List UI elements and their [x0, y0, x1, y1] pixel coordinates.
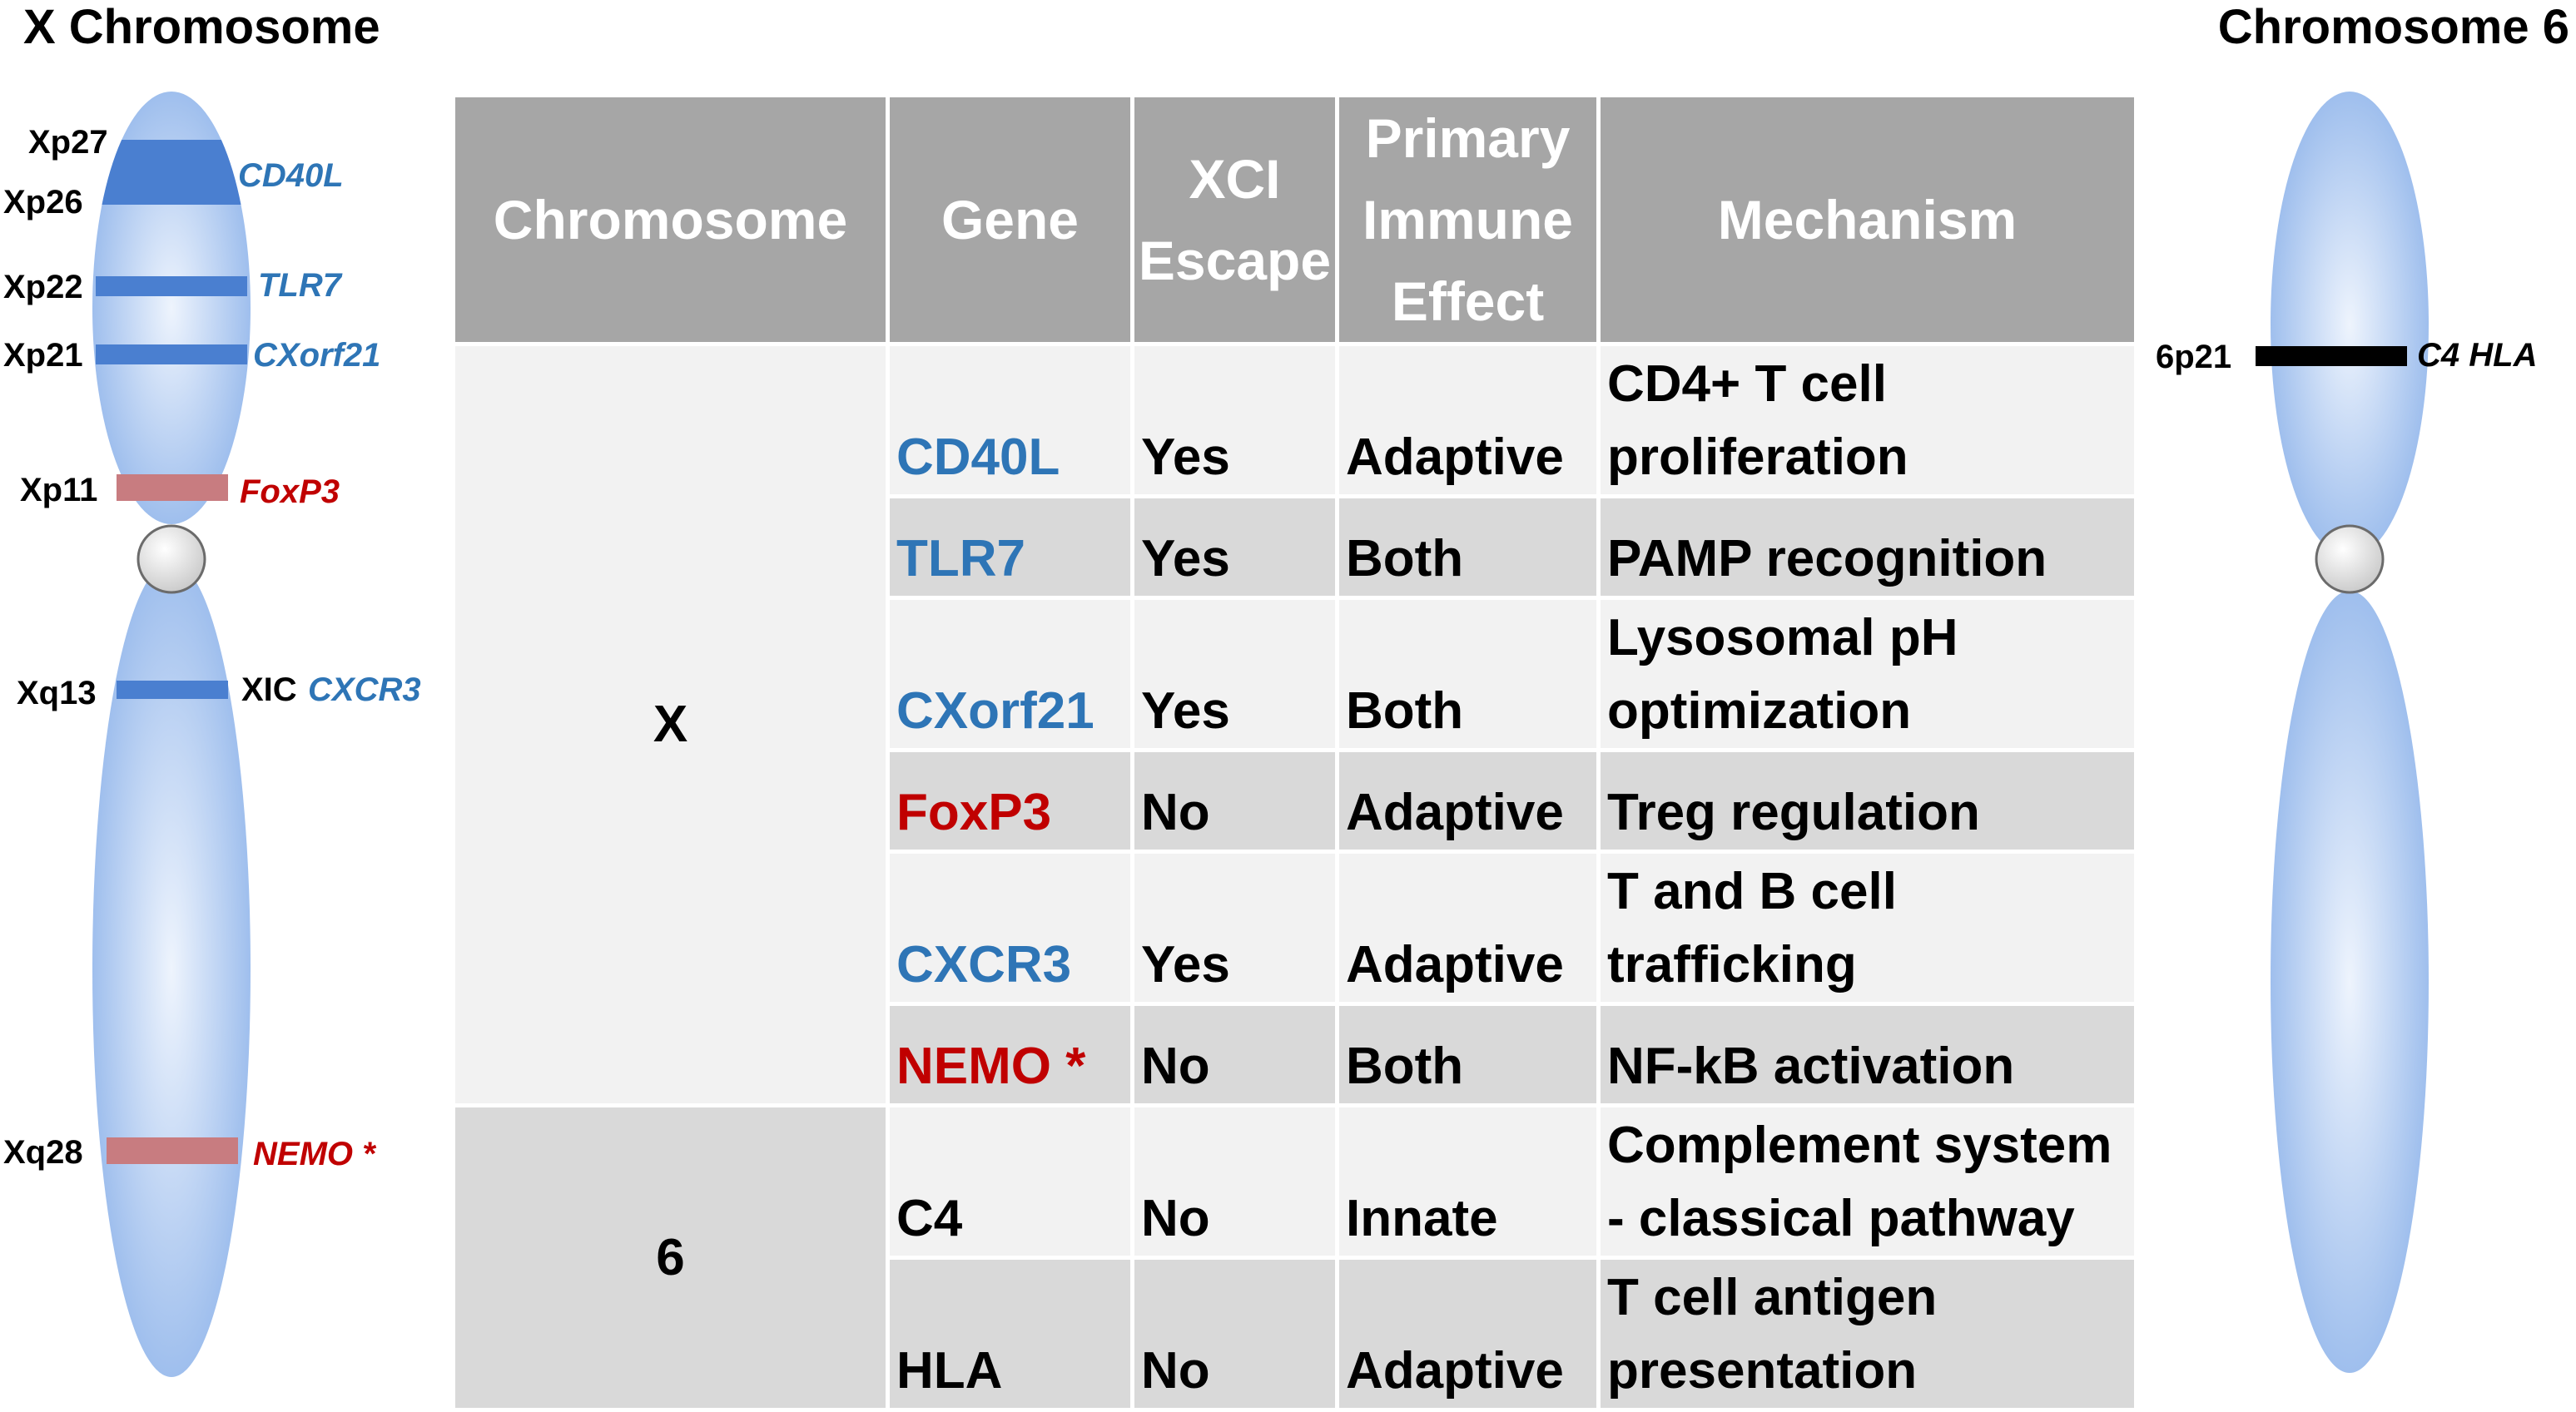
effect-cell: Both	[1335, 597, 1601, 752]
x-band-xq28	[107, 1137, 238, 1164]
escape-cell: No	[1130, 750, 1339, 854]
x-band-xq13	[117, 681, 228, 699]
band-label-6p21: 6p21	[2156, 339, 2231, 375]
effect-cell: Adaptive	[1335, 750, 1601, 854]
gene-cell: CD40L	[886, 344, 1134, 498]
escape-cell: No	[1130, 1257, 1339, 1412]
band-label-xp22: Xp22	[3, 269, 83, 305]
gene-label-cxcr3: CXCR3	[308, 671, 421, 708]
table-row: 6 C4 No Innate Complement system - class…	[451, 1105, 2138, 1412]
header-chromosome: Chromosome	[451, 93, 890, 346]
escape-cell: Yes	[1130, 344, 1339, 498]
chromosome-cell-x: X	[451, 344, 890, 1107]
x-q-arm	[92, 562, 251, 1377]
effect-cell: Both	[1335, 496, 1601, 600]
mechanism-cell: T cell antigen presentation	[1596, 1257, 2138, 1412]
mechanism-cell: Lysosomal pH optimization	[1596, 597, 2138, 752]
effect-cell: Adaptive	[1335, 1257, 1601, 1412]
gene-label-foxp3: FoxP3	[240, 473, 340, 510]
mechanism-cell: PAMP recognition	[1596, 496, 2138, 600]
c6-q-arm	[2271, 591, 2429, 1373]
gene-label-cd40l: CD40L	[238, 157, 344, 194]
header-xci-escape: XCI Escape	[1130, 93, 1339, 346]
header-mechanism: Mechanism	[1596, 93, 2138, 346]
effect-cell: Both	[1335, 1003, 1601, 1107]
chromosome-cell-6: 6	[451, 1105, 890, 1412]
gene-label-tlr7: TLR7	[258, 267, 343, 304]
table-row: CXCR3 Yes Adaptive T and B cell traffick…	[454, 851, 2138, 1006]
band-label-xp11: Xp11	[20, 472, 97, 508]
table-row: X CD40L Yes Adaptive CD4+ T cell prolife…	[451, 344, 2138, 1107]
effect-cell: Innate	[1335, 1105, 1601, 1260]
escape-cell: No	[1130, 1003, 1339, 1107]
gene-cell: FoxP3	[886, 750, 1134, 854]
gene-cell: NEMO *	[886, 1003, 1134, 1107]
gene-cell: HLA	[886, 1257, 1134, 1412]
gene-label-xic: XIC	[241, 671, 297, 708]
immune-gene-table: Chromosome Gene XCI Escape Primary Immun…	[451, 93, 2138, 1412]
c6-centromere	[2315, 524, 2385, 594]
mechanism-cell: T and B cell trafficking	[1596, 851, 2138, 1006]
effect-cell: Adaptive	[1335, 344, 1601, 498]
gene-cell: CXCR3	[886, 851, 1134, 1006]
escape-cell: Yes	[1130, 851, 1339, 1006]
x-band-xp22	[96, 276, 247, 296]
gene-label-nemo: NEMO *	[253, 1136, 377, 1172]
table-header-row: Chromosome Gene XCI Escape Primary Immun…	[451, 93, 2138, 346]
table-row: CXorf21 Yes Both Lysosomal pH optimizati…	[454, 597, 2138, 752]
mechanism-cell: Treg regulation	[1596, 750, 2138, 854]
table-row: NEMO * No Both NF-kB activation	[454, 1003, 2138, 1107]
gene-cell: CXorf21	[886, 597, 1134, 752]
x-band-xp21	[96, 344, 247, 364]
band-label-xp21: Xp21	[3, 337, 83, 374]
c6-p-arm	[2271, 92, 2429, 557]
mechanism-cell: Complement system - classical pathway	[1596, 1105, 2138, 1260]
chromosome-6-title: Chromosome 6	[2217, 0, 2569, 54]
x-chromosome-title: X Chromosome	[23, 0, 380, 54]
c6-band-6p21	[2256, 346, 2407, 366]
effect-cell: Adaptive	[1335, 851, 1601, 1006]
mechanism-cell: CD4+ T cell proliferation	[1596, 344, 2138, 498]
band-label-xq28: Xq28	[3, 1134, 83, 1171]
table-row: TLR7 Yes Both PAMP recognition	[454, 496, 2138, 600]
gene-label-c4-hla: C4 HLA	[2417, 337, 2537, 374]
band-label-xp26: Xp26	[3, 184, 83, 220]
table-row: HLA No Adaptive T cell antigen presentat…	[454, 1257, 2138, 1412]
escape-cell: Yes	[1130, 597, 1339, 752]
gene-cell: C4	[886, 1105, 1134, 1260]
escape-cell: No	[1130, 1105, 1339, 1260]
header-gene: Gene	[886, 93, 1134, 346]
table-row: FoxP3 No Adaptive Treg regulation	[454, 750, 2138, 854]
header-primary-immune-effect: Primary Immune Effect	[1335, 93, 1601, 346]
band-label-xq13: Xq13	[17, 675, 97, 711]
x-band-xp11	[117, 474, 228, 501]
x-band-xp27-xp26	[92, 140, 250, 205]
band-label-xp27: Xp27	[28, 124, 108, 161]
gene-label-cxorf21: CXorf21	[253, 337, 380, 374]
escape-cell: Yes	[1130, 496, 1339, 600]
mechanism-cell: NF-kB activation	[1596, 1003, 2138, 1107]
x-centromere	[136, 524, 206, 594]
gene-cell: TLR7	[886, 496, 1134, 600]
